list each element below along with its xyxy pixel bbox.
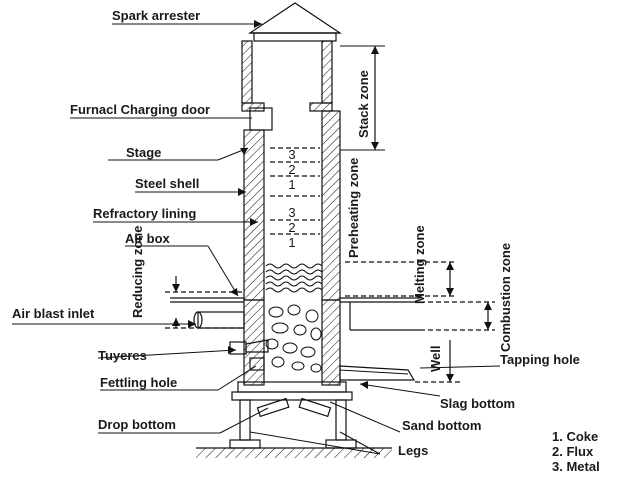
legs: [229, 399, 357, 449]
air-box: [170, 297, 420, 331]
hearth: [231, 381, 353, 401]
spark-arrester: [248, 2, 342, 42]
charge-layer-number: 1: [288, 177, 295, 192]
charge-layer-numbers: 3 2 1 3 2 1: [288, 147, 295, 250]
label-drop-bottom: Drop bottom: [98, 417, 176, 432]
label-tuyeres: Tuyeres: [98, 348, 147, 363]
label-tapping-hole: Tapping hole: [500, 352, 580, 367]
leader-lines: [12, 20, 501, 455]
fettling-hole: [249, 357, 265, 371]
ground: [196, 447, 392, 458]
coke-bed: [265, 263, 323, 293]
charge-layer-number: 2: [288, 162, 295, 177]
charge-layer-number: 3: [288, 147, 295, 162]
charge-layer-number: 1: [288, 235, 295, 250]
label-air-blast-inlet: Air blast inlet: [12, 306, 95, 321]
label-refractory-lining: Refractory lining: [93, 206, 196, 221]
zone-dimensions: [165, 45, 495, 383]
label-legs: Legs: [398, 443, 428, 458]
label-stack-zone: Stack zone: [356, 70, 371, 138]
label-fettling-hole: Fettling hole: [100, 375, 177, 390]
molten-charge: [265, 304, 322, 373]
charge-layer-number: 2: [288, 220, 295, 235]
label-spark-arrester: Spark arrester: [112, 8, 200, 23]
legend: 1. Coke 2. Flux 3. Metal: [552, 429, 600, 474]
label-melting-zone: Melting zone: [412, 225, 427, 304]
label-sand-bottom: Sand bottom: [402, 418, 481, 433]
label-combustion-zone: Combustion zone: [498, 243, 513, 352]
label-preheating-zone: Preheating zone: [346, 158, 361, 258]
charge-layer-lines: [270, 147, 320, 235]
legend-item-metal: 3. Metal: [552, 459, 600, 474]
label-well: Well: [428, 346, 443, 373]
label-slag-bottom: Slag bottom: [440, 396, 515, 411]
legend-item-flux: 2. Flux: [552, 444, 594, 459]
charge-layer-number: 3: [288, 205, 295, 220]
label-air-box: Air box: [125, 231, 171, 246]
stack-walls: [241, 40, 333, 112]
label-steel-shell: Steel shell: [135, 176, 199, 191]
drop-bottom-doors: [256, 397, 332, 418]
air-blast-inlet-pipe: [193, 311, 245, 329]
legend-item-coke: 1. Coke: [552, 429, 598, 444]
tapping-spout: [339, 365, 416, 381]
shell-walls: [243, 110, 341, 386]
labels: Spark arrester Furnacl Charging door Sta…: [12, 8, 580, 458]
label-stage: Stage: [126, 145, 161, 160]
label-charging-door: Furnacl Charging door: [70, 102, 210, 117]
label-reducing: Reducing zone: [130, 226, 145, 318]
